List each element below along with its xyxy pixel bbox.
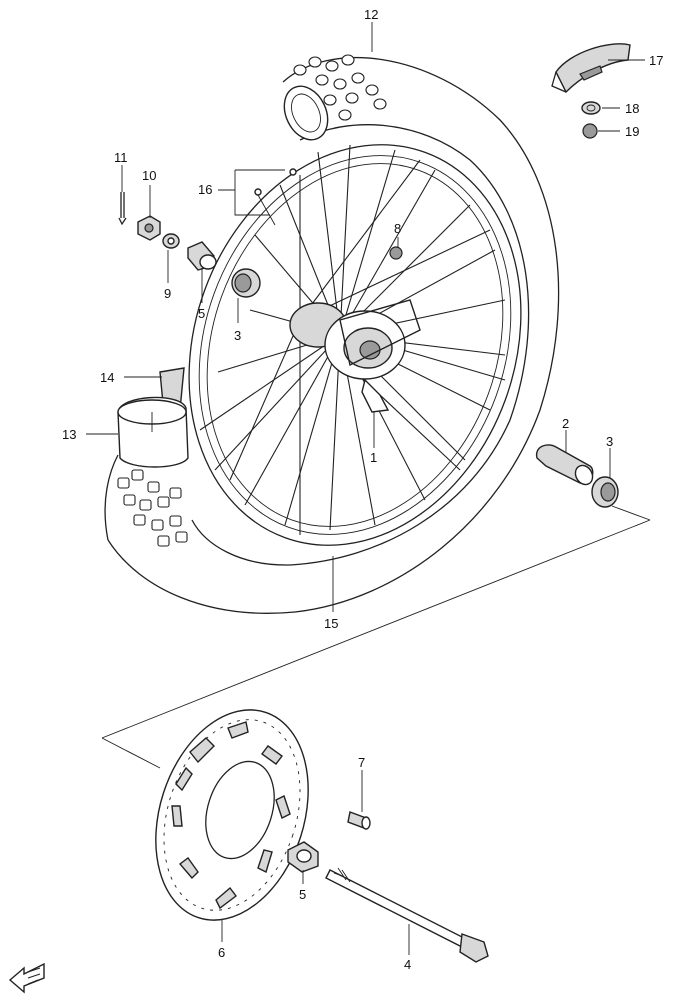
- callout-14: 14: [100, 370, 114, 385]
- callout-19: 19: [625, 124, 639, 139]
- hub: [289, 299, 421, 413]
- rim: [188, 144, 522, 546]
- spacer-part: [535, 444, 594, 486]
- callout-18: 18: [625, 101, 639, 116]
- washer-part: [162, 233, 180, 249]
- fwd-arrow-icon: [8, 962, 45, 994]
- callout-3-upper: 3: [234, 328, 241, 343]
- tire-knobs-top: [293, 54, 387, 121]
- callout-9: 9: [164, 286, 171, 301]
- callout-5-lower: 5: [299, 887, 306, 902]
- callout-8: 8: [394, 221, 401, 236]
- castle-nut-part: [137, 215, 161, 241]
- brake-disc: [155, 709, 309, 921]
- collar-part-upper: [187, 241, 217, 271]
- disc-bolt-part: [347, 811, 371, 830]
- callout-2: 2: [562, 416, 569, 431]
- callout-1: 1: [370, 450, 377, 465]
- inner-tube-part: [117, 396, 189, 468]
- callout-13: 13: [62, 427, 76, 442]
- valve-nut-part: [581, 101, 601, 115]
- valve-cap-part: [582, 123, 598, 139]
- tire: [104, 54, 560, 614]
- callout-labels: 12 17 18 19 11 10 16 8 9 5 3 14 13 1 2 3…: [62, 7, 663, 972]
- callout-12: 12: [364, 7, 378, 22]
- callout-5-upper: 5: [198, 306, 205, 321]
- callout-17: 17: [649, 53, 663, 68]
- callout-7: 7: [358, 755, 365, 770]
- callout-4: 4: [404, 957, 411, 972]
- axle-part: [325, 867, 489, 963]
- assembly-guide-lines: [101, 505, 651, 769]
- callout-6: 6: [218, 945, 225, 960]
- callout-11: 11: [114, 150, 128, 165]
- collar-part-lower: [287, 841, 319, 873]
- callout-3-right: 3: [606, 434, 613, 449]
- hub-nut-part: [389, 246, 403, 260]
- tire-knobs-bottom: [117, 469, 188, 547]
- callout-15: 15: [324, 616, 338, 631]
- oil-seal-part-right: [591, 476, 619, 508]
- callout-10: 10: [142, 168, 156, 183]
- oil-seal-part-upper: [231, 268, 261, 298]
- cotter-pin-part: [118, 192, 127, 226]
- spoke-nipple-part: [234, 168, 297, 226]
- callout-16: 16: [198, 182, 212, 197]
- rim-band-part: [551, 43, 631, 94]
- disc-cutouts: [171, 721, 291, 910]
- leader-lines: [86, 22, 645, 955]
